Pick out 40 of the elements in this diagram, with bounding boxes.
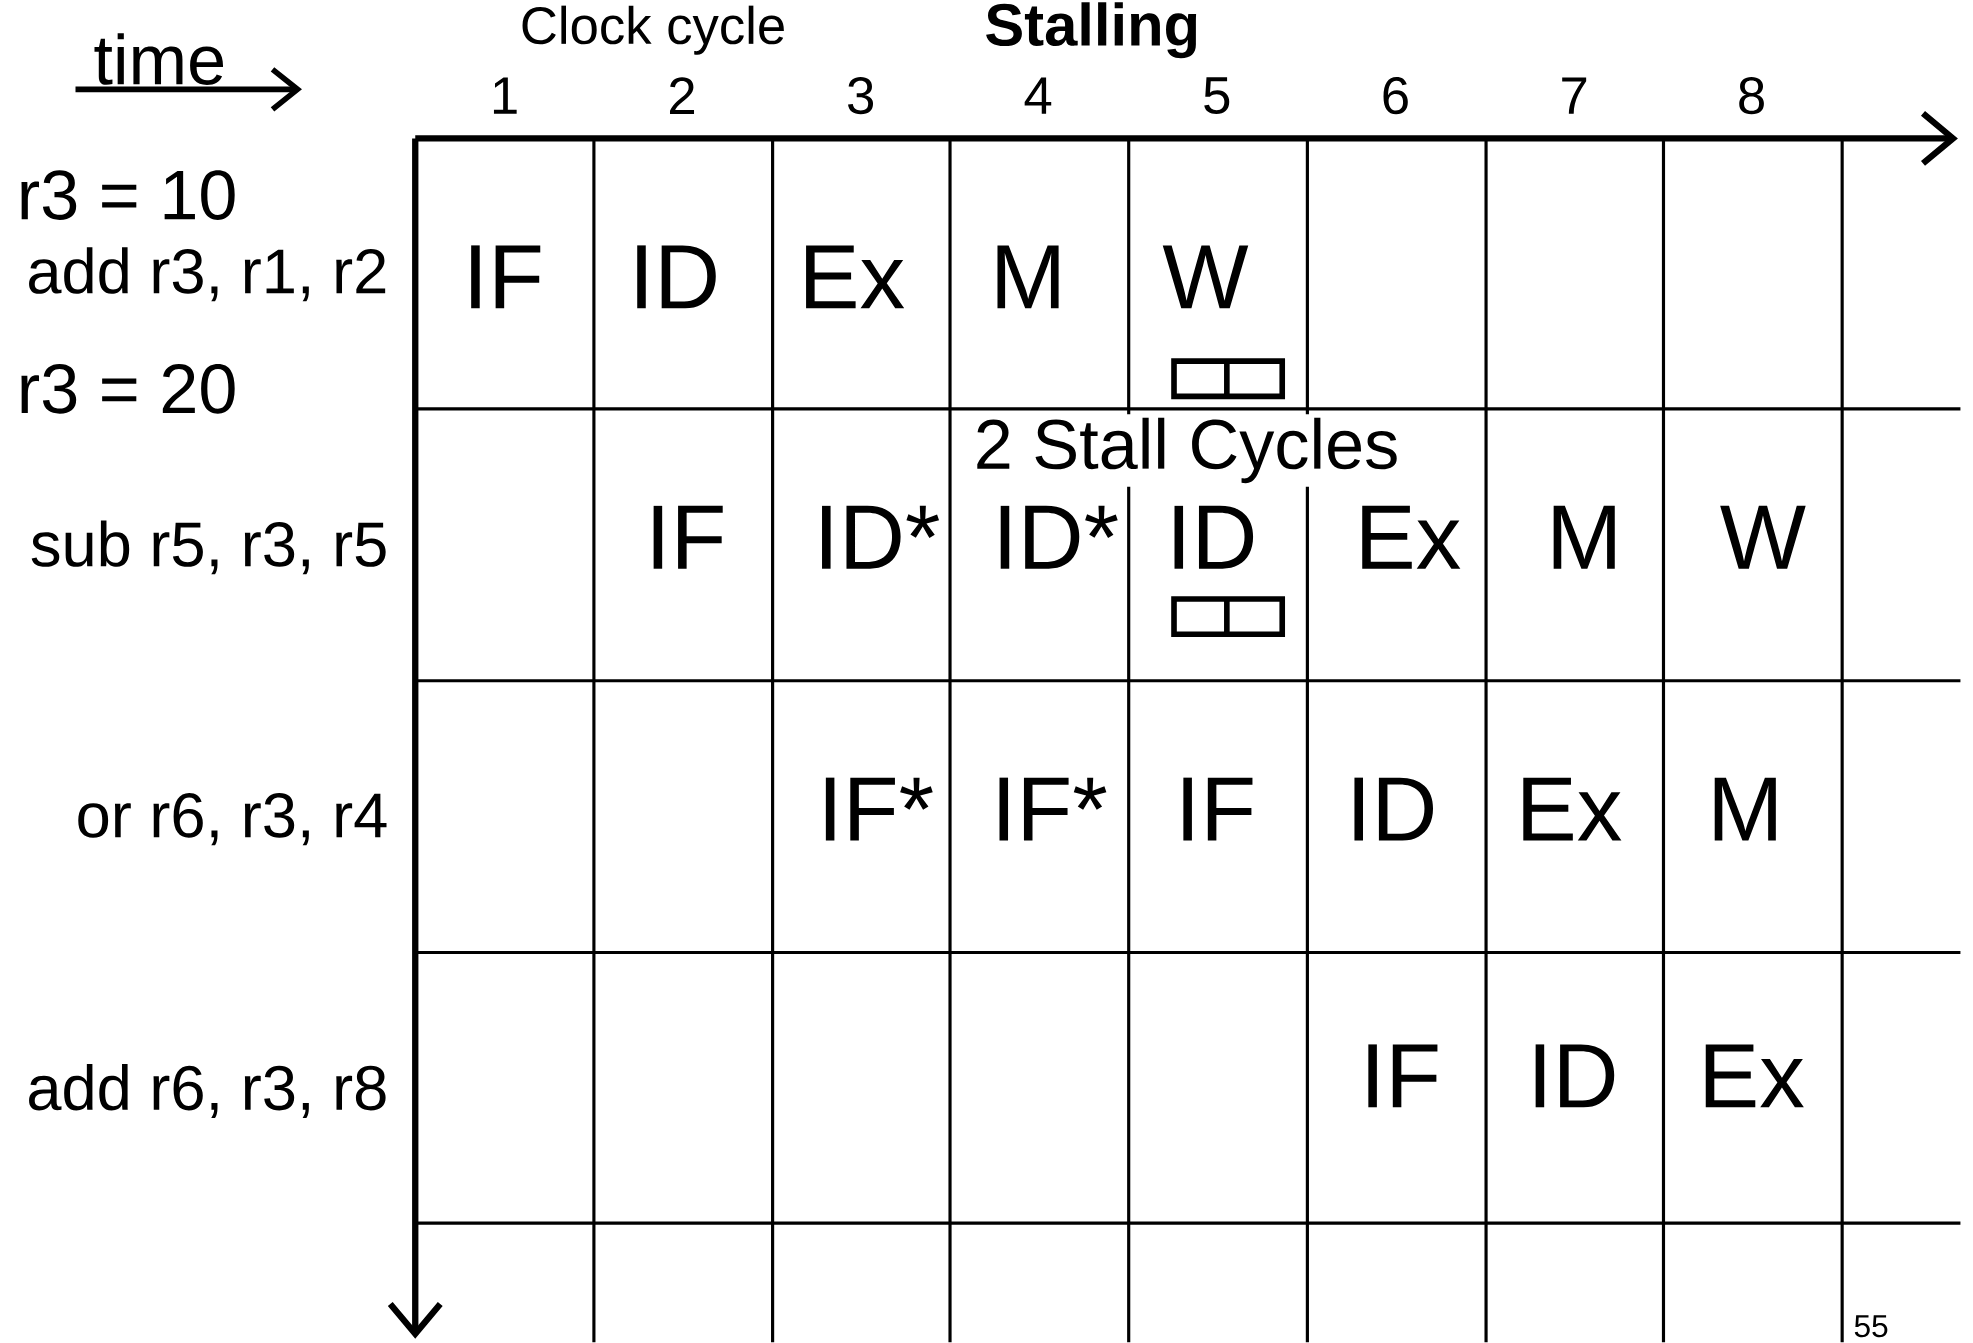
register-value: r3 = 20 [21,364,235,414]
stage-label: ID [1174,506,1254,569]
register-value: r3 = 10 [21,170,235,221]
axis-label: time [94,33,224,86]
stage-label: IF [471,245,541,309]
cycle-number: 3 [848,77,874,115]
stage-label: Ex [1523,777,1622,841]
stage-label: M [1553,506,1615,569]
cycle-number: 8 [1739,77,1764,115]
instruction-label: add r6, r3, r8 [29,1064,386,1119]
stage-label: IF [1368,1044,1438,1108]
cycle-number: 5 [1204,77,1230,115]
stage-label: IF [653,506,723,569]
stage-label: Ex [806,245,905,309]
axis-label: Clock cycle [522,5,784,55]
stage-label: Ex [1705,1044,1804,1108]
stage-label: IF [1183,777,1253,841]
cycle-number: 7 [1562,77,1587,114]
stage-label: ID* [1000,506,1118,569]
instruction-label: add r3, r1, r2 [29,247,386,302]
page-number: 55 [1854,1315,1888,1338]
stage-label: W [1162,245,1249,309]
stage-label: M [997,245,1059,309]
stall-note: 2 Stall Cycles [970,414,1403,487]
title: Stalling [986,2,1197,59]
stage-label: IF* [999,777,1107,841]
cycle-number: 6 [1383,77,1408,115]
stage-label: ID [1354,777,1433,841]
stage-label: Ex [1362,506,1461,569]
stage-label: W [1720,506,1806,569]
stage-label: M [1714,777,1776,841]
stage-label: ID [637,245,716,309]
cycle-number: 1 [493,77,517,114]
instruction-label: or r6, r3, r4 [78,793,387,846]
cycle-number: 4 [1024,77,1052,114]
stage-label: IF* [825,777,933,841]
instruction-label: sub r5, r3, r5 [31,520,386,575]
cycle-number: 2 [670,77,694,115]
stage-label: ID* [822,506,940,569]
stage-label: ID [1535,1044,1615,1108]
